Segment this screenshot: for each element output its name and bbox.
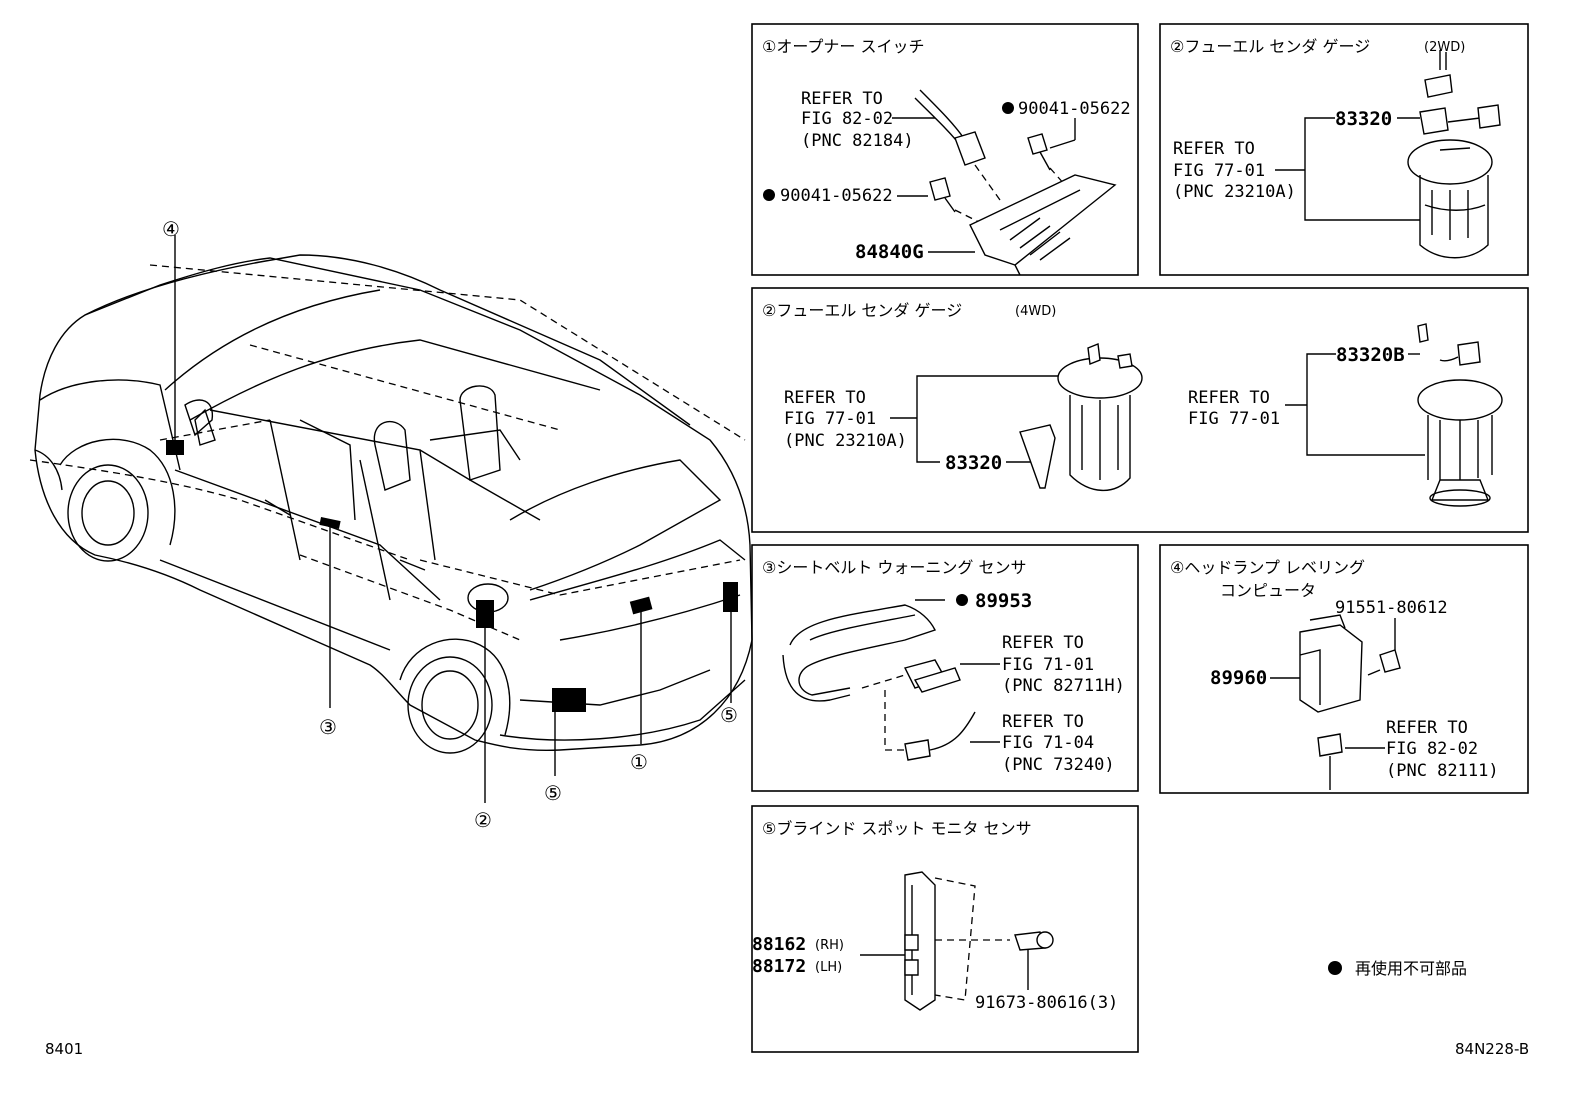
rh-suffix: (RH) [815, 938, 844, 953]
ref-b-2: FIG 71-04 [1002, 733, 1094, 753]
ref-line-3: (PNC 23210A) [1173, 182, 1296, 202]
callout-5-right: ⑤ [720, 703, 738, 727]
marker-fuel-sender [476, 600, 494, 628]
panel-fuel-sender-2wd: ②フューエル センダ ゲージ (2WD) 83320 REFER TO FIG … [1159, 23, 1529, 276]
ref-b-3: (PNC 73240) [1002, 755, 1115, 775]
marker-bsm-sensor-l [552, 688, 586, 712]
non-reusable-mark [1002, 102, 1014, 114]
non-reusable-mark [763, 189, 775, 201]
ref-left-3: (PNC 23210A) [784, 431, 907, 451]
panel-title: ②フューエル センダ ゲージ [762, 301, 962, 320]
panel-title-line1: ④ヘッドランプ レベリング [1170, 558, 1365, 577]
bolt-b: 90041-05622 [780, 186, 893, 206]
figure-id: 84N228-B [1455, 1040, 1529, 1058]
part-right: 83320B [1336, 344, 1405, 366]
page-code: 8401 [45, 1040, 83, 1058]
ref-line-1: REFER TO [1173, 139, 1255, 159]
panel-opener-switch: ①オープナー スイッチ REFER TO FIG 82-02 (PNC 8218… [751, 23, 1139, 276]
ref-line-1: REFER TO [1386, 718, 1468, 738]
callout-1: ① [630, 750, 648, 774]
panel-title-suffix: (2WD) [1424, 40, 1465, 55]
panel-title: ⑤ブラインド スポット モニタ センサ [762, 819, 1032, 838]
ref-line-1: REFER TO [801, 89, 883, 109]
ref-line-3: (PNC 82111) [1386, 761, 1499, 781]
marker-seatbelt-sensor [319, 517, 341, 529]
callout-3: ③ [319, 715, 337, 739]
ref-line-2: FIG 77-01 [1173, 161, 1265, 181]
marker-headlamp-computer [166, 440, 184, 455]
ref-left-2: FIG 77-01 [784, 409, 876, 429]
callout-2: ② [474, 808, 492, 832]
ref-a-2: FIG 71-01 [1002, 655, 1094, 675]
panel-title: ③シートベルト ウォーニング センサ [762, 558, 1027, 577]
callout-4: ④ [162, 217, 180, 241]
ref-line-2: FIG 82-02 [801, 109, 893, 129]
part-number: 83320 [1335, 108, 1392, 130]
legend: 再使用不可部品 [1328, 959, 1467, 978]
panel-headlamp-leveling-computer: ④ヘッドランプ レベリング コンピュータ 91551-80612 89960 R… [1159, 544, 1529, 794]
ref-a-3: (PNC 82711H) [1002, 676, 1125, 696]
ref-line-2: FIG 82-02 [1386, 739, 1478, 759]
ref-b-1: REFER TO [1002, 712, 1084, 732]
non-reusable-mark [1328, 961, 1342, 975]
panel-title-line2: コンピュータ [1220, 581, 1316, 600]
bolt: 91673-80616(3) [975, 993, 1118, 1013]
callout-5-left: ⑤ [544, 781, 562, 805]
part-number: 89953 [975, 590, 1032, 612]
panel-title-suffix: (4WD) [1015, 304, 1056, 319]
panel-blind-spot-monitor-sensor: ⑤ブラインド スポット モニタ センサ 88162 (RH) 88172 (LH… [751, 805, 1139, 1053]
part-number: 89960 [1210, 667, 1267, 689]
lh-suffix: (LH) [815, 960, 842, 975]
marker-opener-switch [629, 596, 653, 615]
part-left: 83320 [945, 452, 1002, 474]
legend-text: 再使用不可部品 [1355, 959, 1467, 978]
ref-a-1: REFER TO [1002, 633, 1084, 653]
panel-title: ②フューエル センダ ゲージ [1170, 37, 1370, 56]
part-number: 84840G [855, 241, 924, 263]
ref-right-2: FIG 77-01 [1188, 409, 1280, 429]
marker-bsm-sensor-r [723, 582, 738, 612]
ref-right-1: REFER TO [1188, 388, 1270, 408]
bolt: 91551-80612 [1335, 598, 1448, 618]
vehicle-illustration [29, 235, 753, 803]
ref-left-1: REFER TO [784, 388, 866, 408]
car-callouts: ④ ③ ② ⑤ ① ⑤ [162, 217, 738, 832]
part-lh: 88172 [752, 956, 806, 977]
panel-title: ①オープナー スイッチ [762, 37, 924, 56]
ref-line-3: (PNC 82184) [801, 131, 914, 151]
panel-seatbelt-sensor: ③シートベルト ウォーニング センサ 89953 REFER TO FIG 71… [751, 544, 1139, 792]
bolt-a: 90041-05622 [1018, 99, 1131, 119]
panel-fuel-sender-4wd: ②フューエル センダ ゲージ (4WD) REFER TO FIG 77-01 … [751, 287, 1529, 533]
non-reusable-mark [956, 594, 968, 606]
part-rh: 88162 [752, 934, 806, 955]
